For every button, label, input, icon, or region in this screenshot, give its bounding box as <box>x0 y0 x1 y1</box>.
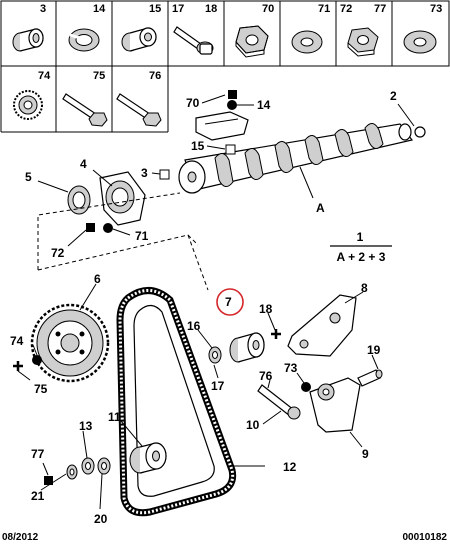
marker-dot-74 <box>32 355 42 365</box>
marker-dot-14 <box>227 100 237 110</box>
timing-belt <box>116 287 237 517</box>
callout-72: 72 <box>51 246 65 260</box>
oil-seal <box>67 185 91 215</box>
footer-code: 00010182 <box>403 532 448 543</box>
callout-7: 7 <box>225 295 232 309</box>
serrated-washer-icon <box>13 90 43 120</box>
callout-71: 71 <box>135 229 149 243</box>
callout-15: 15 <box>191 139 205 153</box>
flange-bolt-icon <box>173 26 214 55</box>
marker-dot-73 <box>301 382 311 392</box>
legend-label-71: 71 <box>318 3 330 15</box>
callout-13: 13 <box>79 419 93 433</box>
spacer-washer <box>208 346 222 364</box>
legend-label-75: 75 <box>93 70 105 82</box>
callout-74: 74 <box>10 334 24 348</box>
callout-76: 76 <box>259 369 273 383</box>
washer-13 <box>81 457 95 475</box>
hex-nut-icon <box>235 25 269 58</box>
callout-3: 3 <box>141 166 148 180</box>
marker-box-3 <box>159 169 170 180</box>
callout-12: 12 <box>283 460 297 474</box>
callout-8: 8 <box>361 281 368 295</box>
bearing-cap <box>195 90 249 155</box>
flat-washer-icon <box>291 30 323 54</box>
marker-square-77 <box>44 476 53 485</box>
legend-label-17: 17 <box>172 3 184 15</box>
callout-20: 20 <box>94 512 108 526</box>
callout-18: 18 <box>259 302 273 316</box>
marker-cross-75 <box>13 361 23 371</box>
callout-77: 77 <box>31 447 45 461</box>
camshaft-plug <box>414 126 426 138</box>
callout-2: 2 <box>390 89 397 103</box>
marker-dot-71 <box>103 223 113 233</box>
split-washer-icon <box>68 28 100 52</box>
tensioner-bracket <box>287 294 357 357</box>
legend-label-3: 3 <box>40 3 46 15</box>
hex-bolt-icon <box>62 93 108 127</box>
callout-70: 70 <box>186 96 200 110</box>
camshaft-housing <box>99 171 146 226</box>
callout-19: 19 <box>367 343 381 357</box>
stud <box>257 384 301 420</box>
adjuster-bracket <box>309 377 361 433</box>
washer-icon <box>403 30 437 54</box>
legend-label-73: 73 <box>430 3 442 15</box>
callout-16: 16 <box>187 319 201 333</box>
marker-box-15 <box>225 144 236 155</box>
bush-icon <box>121 27 157 52</box>
legend-label-70: 70 <box>262 3 274 15</box>
callout-4: 4 <box>80 157 87 171</box>
tensioner-roller <box>229 332 265 363</box>
callout-9: 9 <box>362 447 369 461</box>
callout-6: 6 <box>94 272 101 286</box>
long-bolt-icon <box>116 93 162 127</box>
legend-grid <box>0 0 450 133</box>
idler-pulley <box>129 442 167 474</box>
callout-14: 14 <box>257 98 271 112</box>
legend-label-72: 72 <box>340 3 352 15</box>
callout-17: 17 <box>211 379 225 393</box>
callout-21: 21 <box>31 489 45 503</box>
svg-text:1: 1 <box>357 230 364 244</box>
highlight-circle <box>216 288 244 316</box>
marker-square-72 <box>86 223 95 232</box>
formula: 1 A + 2 + 3 <box>330 230 392 264</box>
marker-square-70 <box>228 90 237 99</box>
callout-a: A <box>316 201 325 215</box>
legend-label-76: 76 <box>149 70 161 82</box>
crankshaft-sprocket <box>30 303 110 383</box>
leader-lines <box>17 94 415 510</box>
callout-10: 10 <box>246 418 260 432</box>
nut-icon <box>347 27 379 57</box>
callout-5: 5 <box>25 170 32 184</box>
washer-21 <box>66 464 78 480</box>
camshaft <box>178 123 414 194</box>
marker-cross-18 <box>271 329 281 339</box>
callout-73: 73 <box>284 361 298 375</box>
svg-text:A + 2 + 3: A + 2 + 3 <box>337 250 386 264</box>
footer-date: 08/2012 <box>2 532 39 543</box>
callout-11: 11 <box>108 410 121 424</box>
washer-20 <box>97 457 111 475</box>
callout-75: 75 <box>34 382 48 396</box>
legend-label-77: 77 <box>374 3 386 15</box>
legend-label-14: 14 <box>93 3 106 15</box>
legend-label-18: 18 <box>205 3 217 15</box>
sleeve-icon <box>12 28 44 52</box>
legend-label-15: 15 <box>149 3 161 15</box>
pin-19 <box>357 369 383 387</box>
legend-label-74: 74 <box>38 70 51 82</box>
